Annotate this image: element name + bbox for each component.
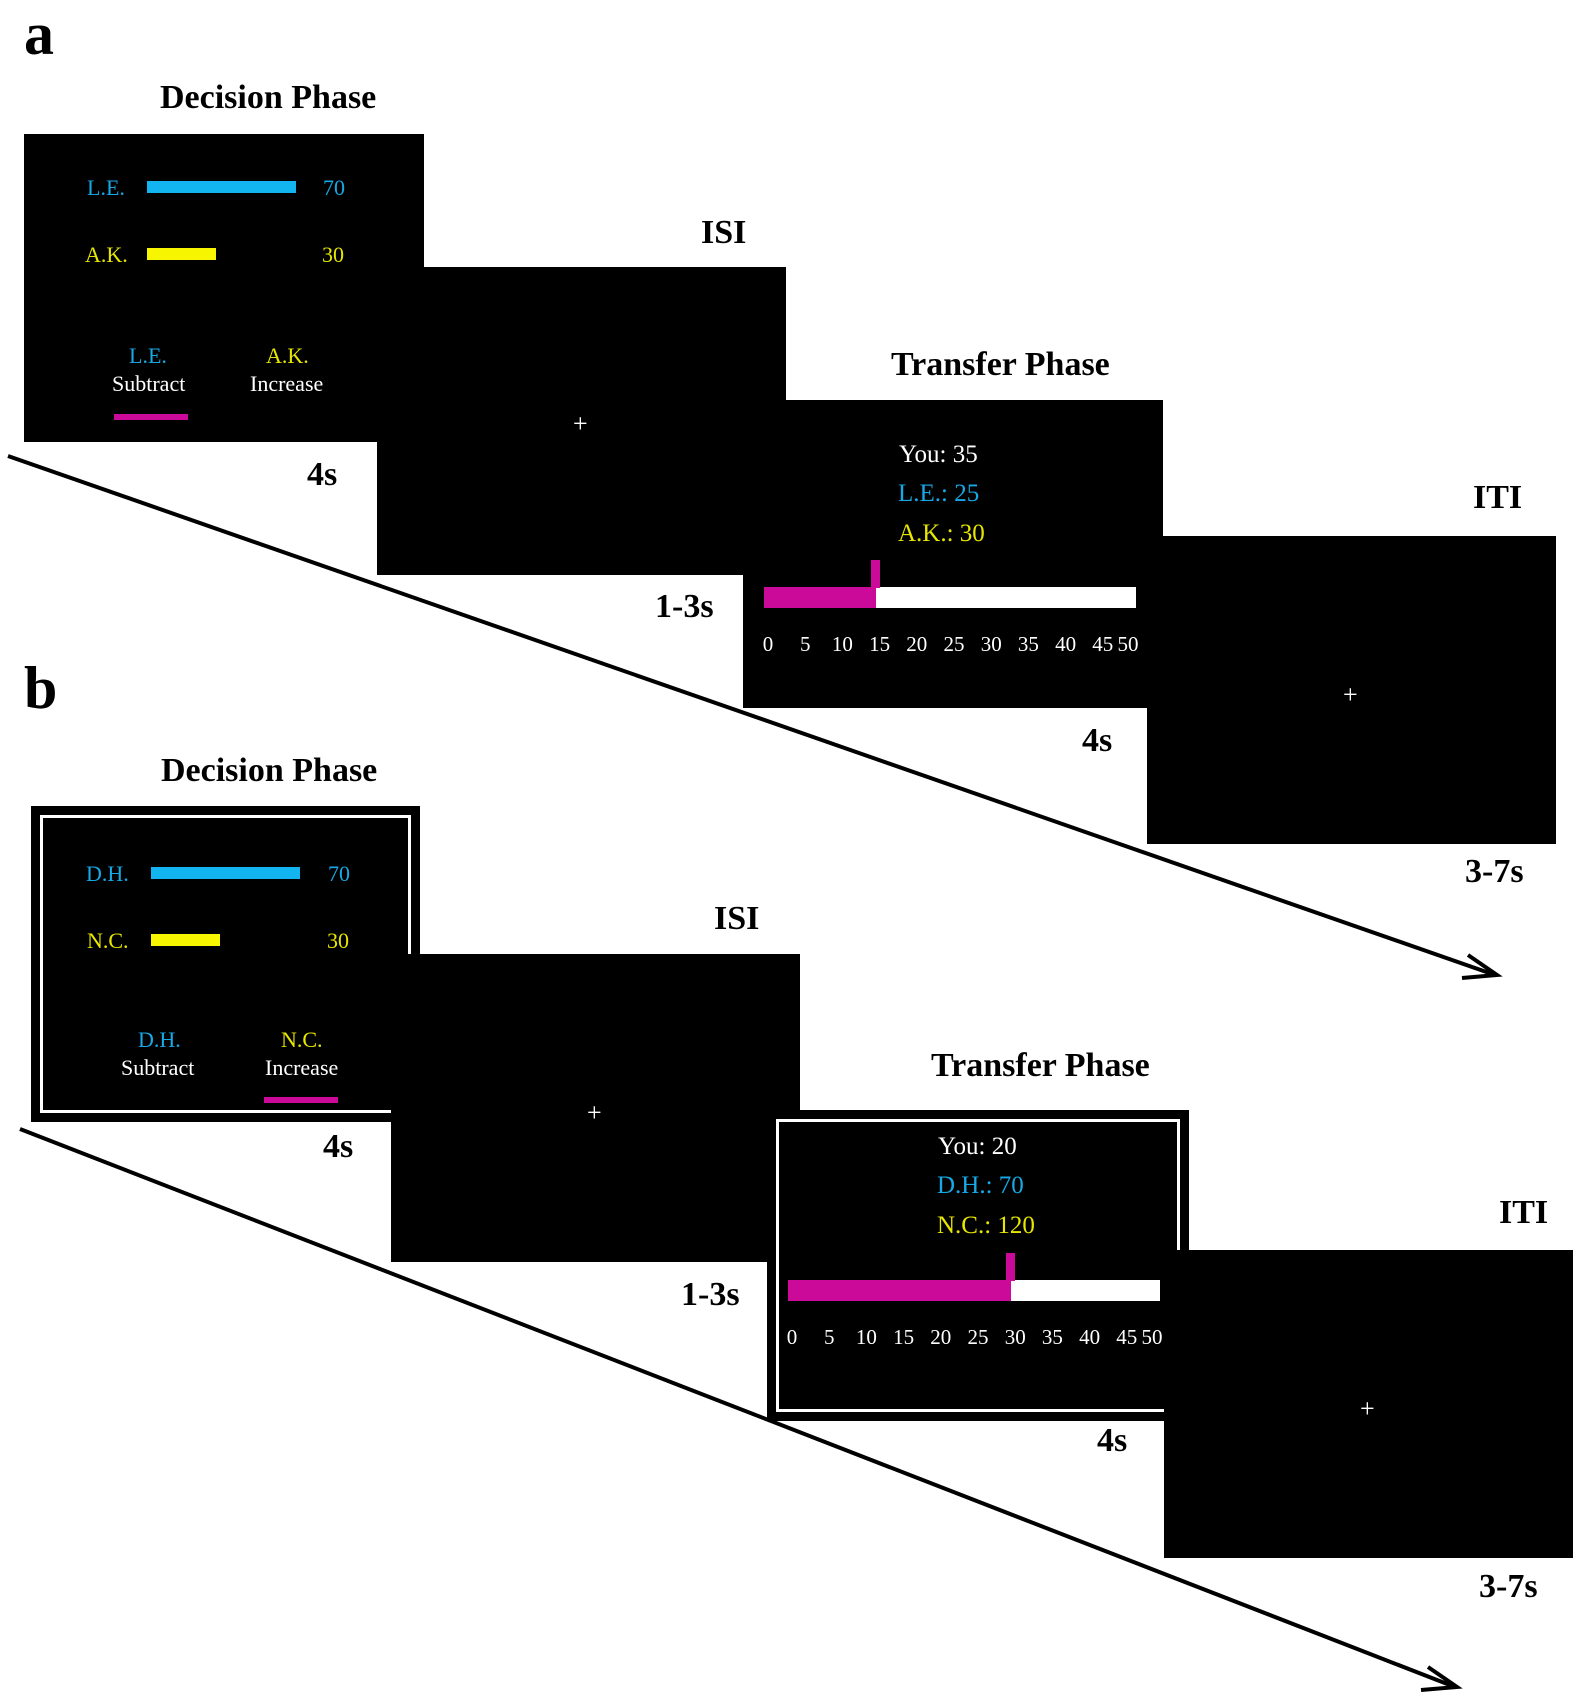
fixation-cross: + [587, 1098, 602, 1127]
panel-a-iti-duration: 3-7s [1465, 853, 1524, 890]
decision-player2-value: 30 [327, 928, 349, 953]
scale-tick-label: 35 [1041, 1325, 1063, 1349]
panel-b-iti-screen: + [1164, 1250, 1573, 1558]
decision-player1-name: L.E. [87, 175, 125, 200]
panel-b-transfer-duration: 4s [1097, 1422, 1128, 1459]
scale-tick-label: 15 [893, 1325, 915, 1349]
panel-a-decision-duration: 4s [307, 456, 338, 493]
panel-a-transfer-duration: 4s [1082, 722, 1113, 759]
transfer-player1-amount: L.E.: 25 [898, 480, 980, 507]
panel-a-letter: a [24, 1, 54, 67]
scale-tick-label: 10 [855, 1325, 877, 1349]
decision-option1-action: Subtract [121, 1055, 195, 1080]
transfer-scale-marker [1006, 1253, 1016, 1281]
panel-b-isi-duration: 1-3s [681, 1276, 740, 1313]
scale-tick-label: 45 [1116, 1325, 1138, 1349]
transfer-you-amount: You: 20 [938, 1133, 1017, 1160]
scale-tick-label: 15 [869, 632, 891, 656]
panel-a-iti-screen: + [1147, 536, 1556, 844]
transfer-player2-amount: N.C.: 120 [937, 1212, 1035, 1239]
panel-a-iti-title: ITI [1473, 479, 1523, 516]
transfer-scale-fill [788, 1280, 1012, 1301]
scale-tick-label: 25 [967, 1325, 989, 1349]
scale-tick-label: 25 [943, 632, 965, 656]
panel-a-isi-screen: + [377, 267, 786, 575]
panel-b-letter: b [24, 655, 58, 721]
transfer-player1-amount: D.H.: 70 [937, 1172, 1024, 1199]
panel-b-iti-duration: 3-7s [1479, 1568, 1538, 1605]
scale-tick-label: 5 [823, 1325, 835, 1349]
scale-tick-label: 5 [799, 632, 811, 656]
scale-tick-label: 10 [831, 632, 853, 656]
decision-option2-name: N.C. [281, 1027, 323, 1052]
decision-player1-value: 70 [328, 861, 350, 886]
transfer-scale-fill [764, 587, 876, 608]
decision-player2-bar [151, 934, 220, 946]
decision-player1-value: 70 [323, 175, 345, 200]
decision-selection-underline [114, 414, 188, 420]
scale-tick-label: 0 [786, 1325, 798, 1349]
panel-a-decision-title: Decision Phase [160, 79, 377, 116]
transfer-player2-amount: A.K.: 30 [898, 520, 985, 547]
panel-a-transfer-screen: You: 35 L.E.: 25 A.K.: 30 0 5 10 15 20 25 30 35… [743, 400, 1163, 708]
scale-tick-label: 30 [980, 632, 1002, 656]
timeline-arrow-b [19, 1127, 1456, 1689]
decision-option1-name: L.E. [129, 343, 167, 368]
scale-tick-label: 20 [930, 1325, 952, 1349]
panel-a-transfer-title: Transfer Phase [891, 346, 1110, 383]
panel-b-decision-duration: 4s [323, 1128, 354, 1165]
panel-a-decision-screen: L.E. 70 A.K. 30 L.E. Subtract A.K. Incre… [24, 134, 424, 442]
fixation-cross: + [1360, 1394, 1375, 1423]
decision-player2-name: N.C. [87, 928, 129, 953]
decision-option2-action: Increase [250, 371, 324, 396]
timeline-arrowhead-a [1461, 953, 1503, 980]
panel-a-isi-duration: 1-3s [655, 588, 714, 625]
scale-tick-label: 45 [1092, 632, 1114, 656]
panel-b-transfer-title: Transfer Phase [931, 1047, 1150, 1084]
timeline-arrow-a [7, 454, 1496, 977]
decision-option2-name: A.K. [266, 343, 309, 368]
decision-player1-name: D.H. [86, 861, 129, 886]
scale-tick-label: 50 [1117, 632, 1139, 656]
panel-b-decision-screen: D.H. 70 N.C. 30 D.H. Subtract N.C. Incre… [31, 806, 420, 1122]
scale-tick-label: 20 [906, 632, 928, 656]
scale-tick-label: 50 [1141, 1325, 1163, 1349]
scale-tick-label: 0 [762, 632, 774, 656]
scale-tick-label: 40 [1079, 1325, 1101, 1349]
decision-selection-underline [264, 1097, 338, 1103]
panel-b-decision-title: Decision Phase [161, 752, 378, 789]
fixation-cross: + [1343, 680, 1358, 709]
fixation-cross: + [573, 409, 588, 438]
decision-option1-name: D.H. [138, 1027, 181, 1052]
panel-b-isi-screen: + [391, 954, 800, 1262]
scale-tick-label: 30 [1004, 1325, 1026, 1349]
decision-option1-action: Subtract [112, 371, 186, 396]
scale-tick-label: 40 [1055, 632, 1077, 656]
scale-tick-label: 35 [1017, 632, 1039, 656]
decision-player1-bar [147, 181, 296, 193]
panel-b-isi-title: ISI [714, 900, 760, 937]
transfer-scale-marker [870, 560, 880, 588]
panel-a-isi-title: ISI [701, 214, 747, 251]
decision-player2-name: A.K. [85, 242, 128, 267]
decision-player2-bar [147, 248, 216, 260]
timeline-arrowhead-b [1420, 1665, 1463, 1692]
transfer-you-amount: You: 35 [899, 441, 978, 468]
decision-player1-bar [151, 867, 300, 879]
decision-option2-action: Increase [265, 1055, 339, 1080]
panel-b-transfer-screen: You: 20 D.H.: 70 N.C.: 120 0 5 10 15 20 25 30 3… [767, 1110, 1189, 1421]
panel-b-iti-title: ITI [1499, 1194, 1549, 1231]
decision-player2-value: 30 [322, 242, 344, 267]
